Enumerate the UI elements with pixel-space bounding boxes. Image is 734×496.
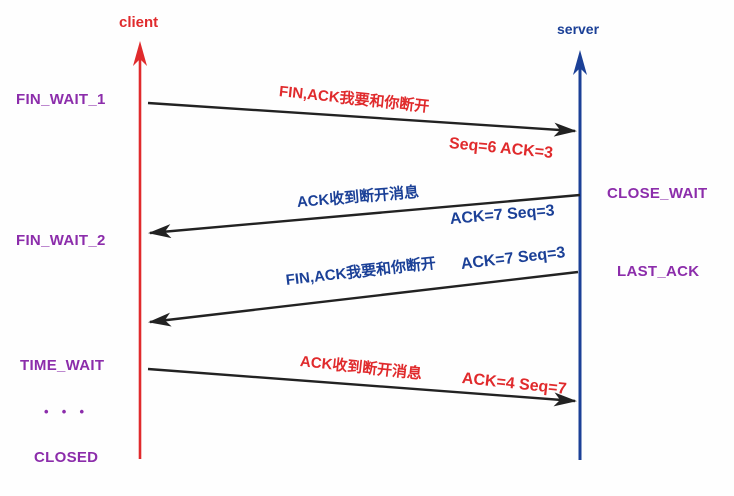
- server-state-close-wait: CLOSE_WAIT: [607, 185, 708, 202]
- server-state-last-ack: LAST_ACK: [617, 263, 700, 280]
- server-actor-label: server: [557, 21, 600, 37]
- client-state-closed: CLOSED: [34, 449, 99, 466]
- client-lifeline: [133, 41, 147, 459]
- server-lifeline: [573, 50, 587, 460]
- message-arrow-4-ack-to-server: [147, 367, 577, 407]
- server-lifeline-arrowhead-icon: [573, 50, 587, 75]
- client-state-time-wait: TIME_WAIT: [20, 357, 105, 374]
- message-arrow-2-ack-to-client: [148, 193, 581, 239]
- client-actor-label: client: [119, 14, 159, 31]
- message-arrow-3-fin-to-client: [148, 270, 579, 327]
- client-lifeline-arrowhead-icon: [133, 41, 147, 66]
- ellipsis-dots: • • •: [44, 404, 85, 419]
- client-state-fin-wait-2: FIN_WAIT_2: [16, 232, 106, 249]
- message-arrow-1-fin-to-server: [147, 101, 577, 137]
- client-state-fin-wait-1: FIN_WAIT_1: [16, 91, 106, 108]
